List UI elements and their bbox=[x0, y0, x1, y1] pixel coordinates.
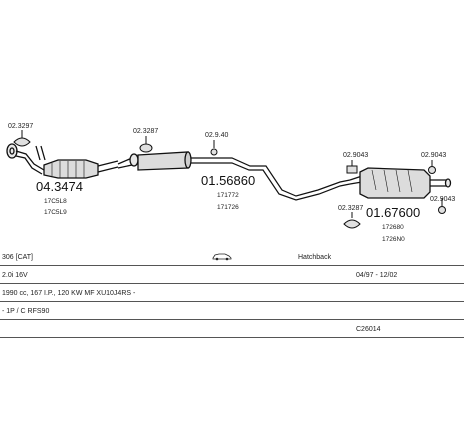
info-row-specs: 1990 cc, 167 I.P., 120 KW MF XU10J4RS - bbox=[0, 284, 464, 302]
rear-clamp-code: 02.3287 bbox=[338, 205, 363, 212]
engine-label: 2.0i 16V bbox=[2, 272, 28, 279]
body-type: Hatchback bbox=[298, 254, 332, 261]
info-row-catalog: C26014 bbox=[0, 320, 464, 338]
vehicle-info-table: 306 [CAT] Hatchback 2.0i 16V 04/97 - 12/… bbox=[0, 248, 464, 338]
extra-info: - 1P / C RFS90 bbox=[2, 308, 50, 315]
clamp-icon bbox=[13, 130, 31, 147]
rear-silencer-ref-1: 172680 bbox=[382, 224, 404, 231]
middle-pipe-code: 01.56860 bbox=[201, 173, 255, 188]
catalyst-ref-2: 17C5L9 bbox=[44, 209, 67, 216]
exhaust-system-diagram: 02.3297 04.3474 17C5L8 17C5L9 02.3287 02… bbox=[6, 123, 455, 243]
rear-silencer bbox=[349, 167, 452, 199]
middle-pipe-ref-1: 171772 bbox=[217, 192, 239, 199]
hanger-icon bbox=[346, 160, 358, 174]
model-label: 306 [CAT] bbox=[2, 254, 33, 261]
hanger-icon bbox=[428, 160, 436, 174]
hanger-icon bbox=[210, 140, 218, 156]
engine-specs: 1990 cc, 167 I.P., 120 KW MF XU10J4RS - bbox=[2, 290, 136, 297]
middle-silencer bbox=[117, 151, 206, 171]
info-row-extra: - 1P / C RFS90 bbox=[0, 302, 464, 320]
rear-silencer-ref-2: 1726N0 bbox=[382, 236, 405, 243]
middle-pipe-ref-2: 171726 bbox=[217, 204, 239, 211]
catalog-code: C26014 bbox=[356, 326, 381, 333]
rear-hanger-right-bottom-code: 02.9043 bbox=[430, 196, 455, 203]
hanger-icon bbox=[438, 198, 446, 214]
rear-hanger-right-top-code: 02.9043 bbox=[421, 152, 446, 159]
catalyst-code: 04.3474 bbox=[36, 179, 83, 194]
rear-hanger-code: 02.9043 bbox=[343, 152, 368, 159]
clamp-code: 02.3297 bbox=[8, 123, 33, 130]
hanger-code: 02.9.40 bbox=[205, 132, 228, 139]
middle-pipe bbox=[206, 157, 351, 201]
rear-silencer-code: 01.67600 bbox=[366, 205, 420, 220]
production-dates: 04/97 - 12/02 bbox=[356, 272, 398, 279]
info-row-engine: 2.0i 16V 04/97 - 12/02 bbox=[0, 266, 464, 284]
clamp-icon bbox=[139, 136, 153, 153]
clamp-icon bbox=[343, 212, 361, 229]
car-icon bbox=[212, 251, 232, 263]
info-row-model: 306 [CAT] Hatchback bbox=[0, 248, 464, 266]
front-pipe-catalyst bbox=[6, 143, 119, 179]
catalyst-ref-1: 17C5L8 bbox=[44, 198, 67, 205]
silencer-clamp-code: 02.3287 bbox=[133, 128, 158, 135]
